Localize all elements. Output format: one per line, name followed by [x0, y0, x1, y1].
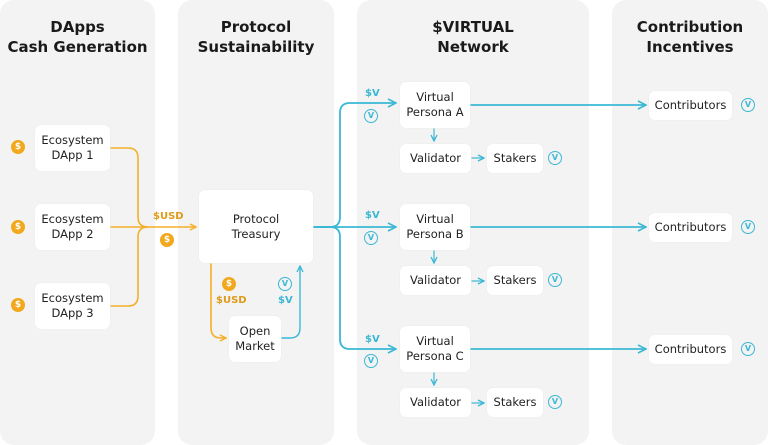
column-title-protocol: Protocol Sustainability — [197, 18, 315, 56]
virtual-token-icon: V — [364, 231, 378, 245]
virtual-token-icon: V — [278, 277, 292, 291]
virtual-token-icon: V — [741, 220, 755, 234]
virtual-token-icon: V — [548, 151, 562, 165]
open-market-box: Open Market — [229, 316, 281, 362]
virtual-token-icon: V — [741, 98, 755, 112]
usd-coin-icon: $ — [222, 277, 236, 291]
contributors-box: Contributors — [649, 91, 732, 120]
stakers-box: Stakers — [487, 388, 543, 417]
virtual-persona-c-box: Virtual Persona C — [400, 326, 470, 372]
usd-market-label: $USD — [216, 295, 247, 306]
v-flow-label: $V — [365, 334, 380, 345]
virtual-token-icon: V — [548, 273, 562, 287]
stakers-box: Stakers — [487, 144, 543, 173]
virtual-persona-a-box: Virtual Persona A — [400, 82, 470, 128]
usd-flow-label: $USD — [153, 211, 184, 222]
dapp-box-1: Ecosystem DApp 1 — [35, 125, 110, 171]
virtual-token-icon: V — [741, 342, 755, 356]
usd-coin-icon: $ — [11, 220, 25, 234]
stakers-box: Stakers — [487, 266, 543, 295]
contributors-box: Contributors — [649, 213, 732, 242]
dapp-box-2: Ecosystem DApp 2 — [35, 204, 110, 250]
protocol-treasury-box: Protocol Treasury — [199, 190, 313, 263]
validator-box: Validator — [400, 144, 471, 173]
virtual-token-icon: V — [548, 395, 562, 409]
column-title-network: $VIRTUAL Network — [432, 18, 514, 56]
usd-coin-icon: $ — [11, 140, 25, 154]
column-title-dapps: DApps Cash Generation — [7, 18, 148, 56]
contributors-box: Contributors — [649, 335, 732, 364]
dapp-box-3: Ecosystem DApp 3 — [35, 283, 110, 329]
virtual-token-icon: V — [364, 109, 378, 123]
v-flow-label: $V — [365, 88, 380, 99]
column-title-contribution: Contribution Incentives — [636, 18, 744, 56]
virtual-persona-b-box: Virtual Persona B — [400, 204, 470, 250]
v-market-label: $V — [278, 295, 293, 306]
v-flow-label: $V — [365, 210, 380, 221]
usd-coin-icon: $ — [11, 298, 25, 312]
validator-box: Validator — [400, 266, 471, 295]
virtual-token-icon: V — [364, 354, 378, 368]
usd-coin-icon: $ — [160, 233, 174, 247]
validator-box: Validator — [400, 388, 471, 417]
